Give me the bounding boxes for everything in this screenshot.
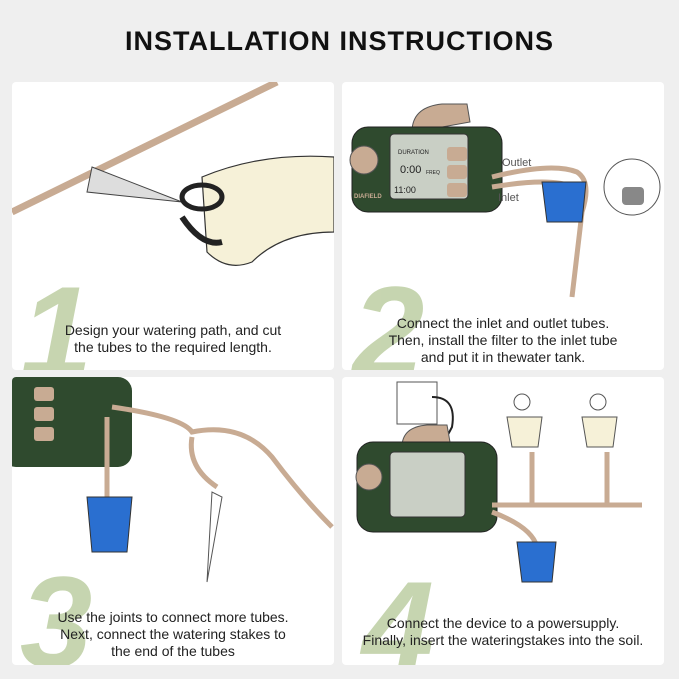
step-number: 3 xyxy=(20,549,93,665)
step-2-panel: DURATION 0:00 FREQ 11:00 DIAFIELD Outlet… xyxy=(342,82,664,370)
step-3-caption: Use the joints to connect more tubes. Ne… xyxy=(12,609,334,660)
caption-line: Finally, insert the wateringstakes into … xyxy=(362,632,644,648)
caption-line: and put it in thewater tank. xyxy=(420,349,586,365)
caption-line: Connect the device to a powersupply. xyxy=(386,615,620,631)
step-3-panel: 3 Use the joints to connect more tubes. … xyxy=(12,377,334,665)
step-number: 2 xyxy=(352,259,425,370)
step-4-caption: Connect the device to a powersupply. Fin… xyxy=(342,615,664,649)
caption-line: Use the joints to connect more tubes. xyxy=(57,609,289,625)
device-brand: DIAFIELD xyxy=(354,194,382,200)
device-time: 0:00 xyxy=(400,164,422,176)
device-illustration xyxy=(349,103,661,298)
caption-line: the end of the tubes xyxy=(111,643,235,659)
inlet-label: Inlet xyxy=(498,192,519,204)
step-number: 1 xyxy=(20,259,93,370)
device-freq-label: FREQ xyxy=(426,170,440,176)
step-1-panel: 1 Design your watering path, and cut the… xyxy=(12,82,334,370)
step-2-caption: Connect the inlet and outlet tubes. Then… xyxy=(342,315,664,366)
joint-illustration xyxy=(12,377,334,583)
device-clock: 11:00 xyxy=(394,185,416,195)
caption-line: Next, connect the watering stakes to xyxy=(60,626,286,642)
cut-tube-illustration xyxy=(12,82,334,266)
step-4-panel: 4 Connect the device to a powersupply. F… xyxy=(342,377,664,665)
device-duration-label: DURATION xyxy=(398,150,429,156)
caption-line: Connect the inlet and outlet tubes. xyxy=(396,315,610,331)
step-1-caption: Design your watering path, and cut the t… xyxy=(12,322,334,356)
page-title: INSTALLATION INSTRUCTIONS xyxy=(125,26,554,56)
power-supply-illustration xyxy=(355,381,642,583)
caption-line: Design your watering path, and cut xyxy=(64,322,282,338)
step-number: 4 xyxy=(362,554,435,665)
caption-line: Then, install the filter to the inlet tu… xyxy=(388,332,618,348)
caption-line: the tubes to the required length. xyxy=(74,339,272,355)
outlet-label: Outlet xyxy=(502,157,532,169)
